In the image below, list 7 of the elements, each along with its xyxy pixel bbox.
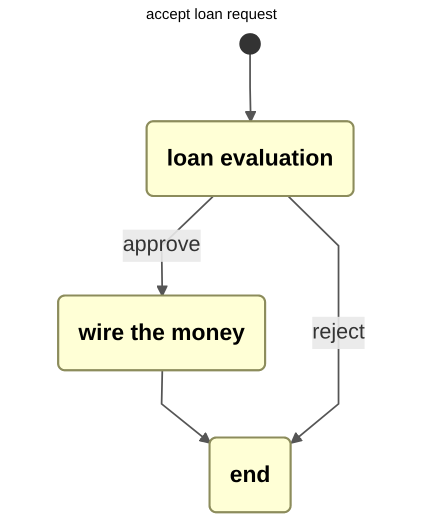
node-circle [239,33,261,55]
edge-label: approve [122,234,201,257]
arrow [244,54,256,122]
node-caption: accept loan request [146,6,277,23]
edge-label: reject [312,320,365,344]
arrow [160,370,211,444]
arrow [288,196,340,444]
